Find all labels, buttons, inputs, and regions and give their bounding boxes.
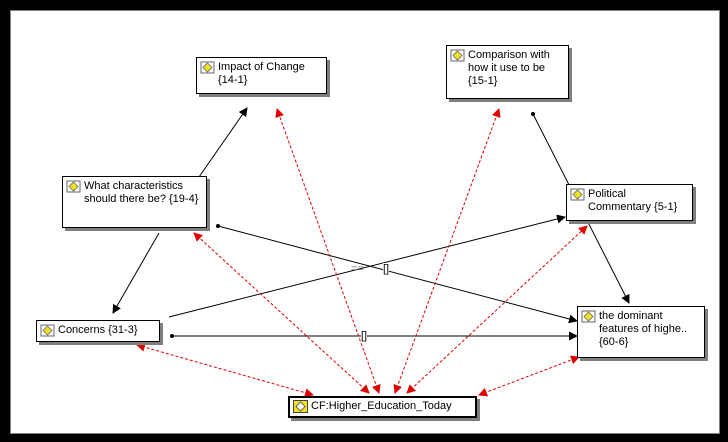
family-icon bbox=[570, 188, 585, 201]
link-label-brackets-2[interactable]: [] bbox=[361, 330, 368, 342]
node-dominant-features[interactable]: the dominant features of highe.. {60-6} bbox=[577, 306, 705, 358]
family-icon bbox=[200, 61, 215, 74]
family-icon bbox=[66, 180, 81, 193]
network-links bbox=[112, 107, 630, 398]
node-core-higher-education[interactable]: CF:Higher_Education_Today bbox=[288, 396, 477, 418]
node-label: Political Commentary {5-1} bbox=[588, 188, 678, 213]
link-label-equals[interactable]: == bbox=[351, 263, 364, 275]
link-characteristics-dominant[interactable] bbox=[216, 224, 578, 324]
link-core-impact[interactable] bbox=[275, 108, 381, 394]
node-label: Impact of Change {14-1} bbox=[218, 61, 305, 86]
node-label: Concerns {31-3} bbox=[58, 324, 138, 336]
node-label: Comparison with how it use to be {15-1} bbox=[468, 49, 550, 87]
node-political-commentary[interactable]: Political Commentary {5-1} bbox=[566, 184, 693, 221]
link-characteristics-impact[interactable] bbox=[198, 107, 248, 178]
code-family-icon bbox=[293, 400, 308, 413]
link-core-characteristics[interactable] bbox=[193, 232, 370, 394]
node-characteristics[interactable]: What characteristics should there be? {1… bbox=[62, 176, 207, 228]
link-core-comparison[interactable] bbox=[393, 108, 501, 394]
family-icon bbox=[40, 324, 55, 337]
node-label: What characteristics should there be? {1… bbox=[84, 180, 199, 205]
node-label: the dominant features of highe.. {60-6} bbox=[599, 310, 688, 348]
family-icon bbox=[450, 49, 465, 62]
network-canvas[interactable]: == [] [] Impact of Change {14-1} Compari… bbox=[10, 10, 720, 434]
family-icon bbox=[581, 310, 596, 323]
node-impact-of-change[interactable]: Impact of Change {14-1} bbox=[196, 57, 327, 94]
link-characteristics-concerns[interactable] bbox=[112, 232, 160, 314]
link-label-brackets-1[interactable]: [] bbox=[383, 263, 390, 275]
node-concerns[interactable]: Concerns {31-3} bbox=[36, 320, 160, 342]
node-comparison[interactable]: Comparison with how it use to be {15-1} bbox=[446, 45, 569, 99]
node-label: CF:Higher_Education_Today bbox=[311, 400, 452, 412]
link-core-concerns[interactable] bbox=[136, 342, 314, 398]
link-core-dominant[interactable] bbox=[478, 355, 580, 397]
link-core-political[interactable] bbox=[406, 225, 588, 394]
